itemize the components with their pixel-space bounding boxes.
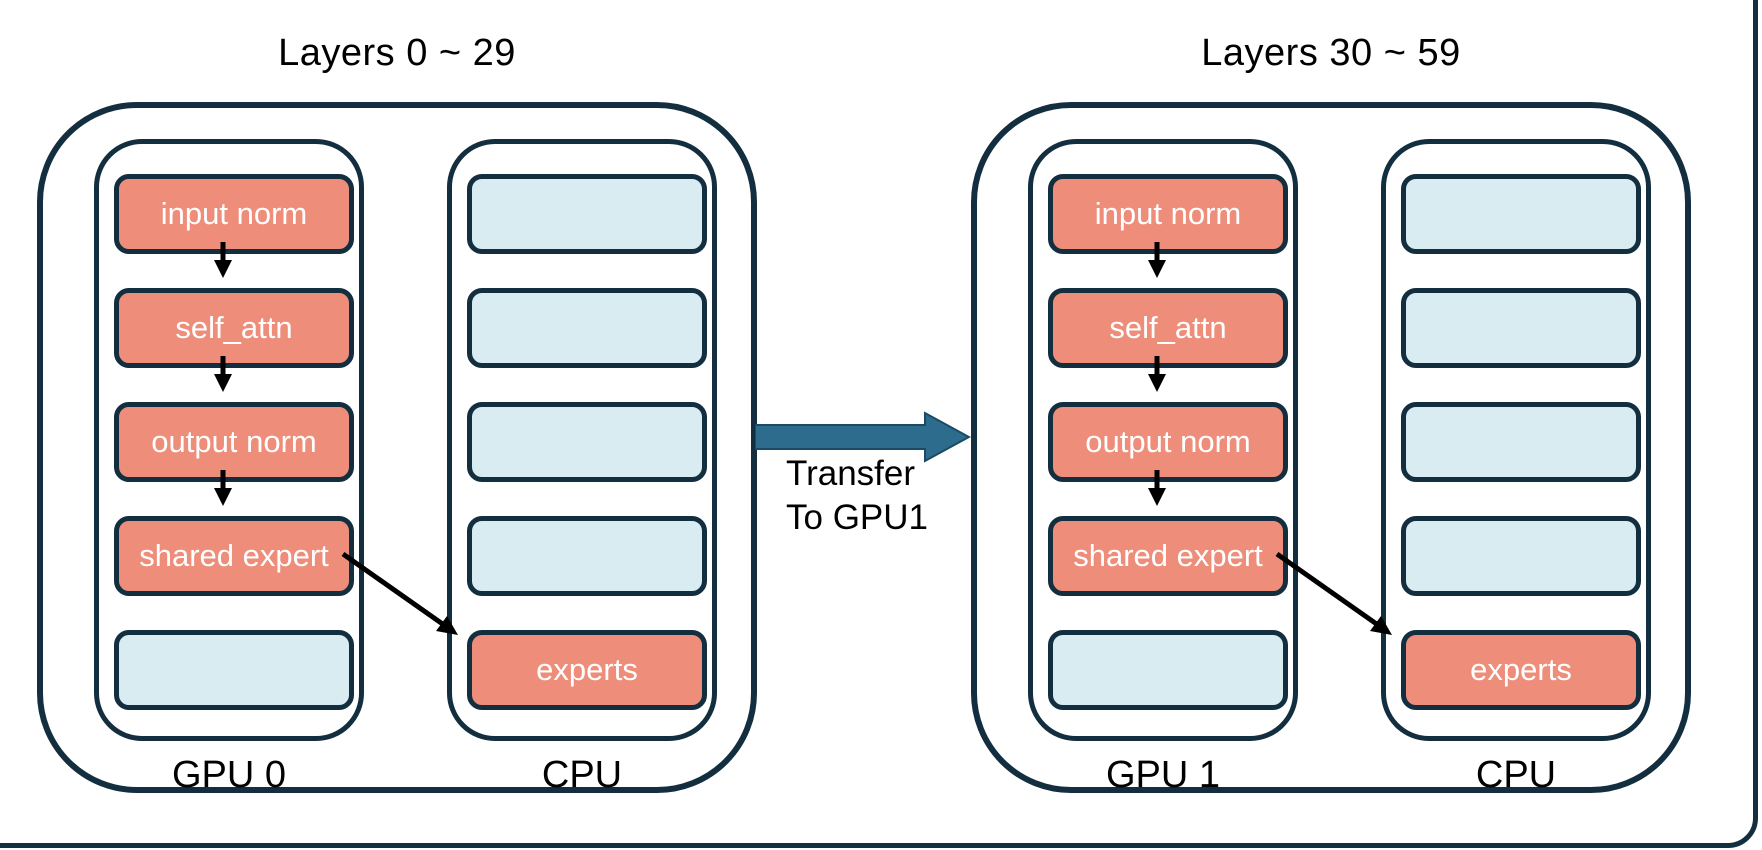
- empty-slot: [1401, 288, 1641, 368]
- empty-slot: [1048, 630, 1288, 710]
- module-box-self-attn: self_attn: [114, 288, 354, 368]
- module-box-shared-expert: shared expert: [1048, 516, 1288, 596]
- layer-group-30-59: input norm self_attn output norm shared …: [971, 102, 1691, 796]
- empty-slot: [1401, 516, 1641, 596]
- transfer-arrow-icon: [755, 411, 971, 463]
- empty-slot: [467, 516, 707, 596]
- empty-slot: [467, 174, 707, 254]
- cpu-label-left: CPU: [541, 754, 623, 796]
- empty-slot: [1401, 402, 1641, 482]
- group-title-layers-0-29: Layers 0 ~ 29: [278, 32, 516, 74]
- module-box-experts: experts: [467, 630, 707, 710]
- empty-slot: [467, 402, 707, 482]
- module-box-experts: experts: [1401, 630, 1641, 710]
- module-box-shared-expert: shared expert: [114, 516, 354, 596]
- group-title-layers-30-59: Layers 30 ~ 59: [1201, 32, 1461, 74]
- gpu0-column: input norm self_attn output norm shared …: [94, 139, 364, 741]
- gpu0-label: GPU 0: [171, 754, 287, 796]
- transfer-label: Transfer To GPU1: [786, 452, 976, 540]
- module-box-output-norm: output norm: [114, 402, 354, 482]
- module-box-input-norm: input norm: [1048, 174, 1288, 254]
- empty-slot: [1401, 174, 1641, 254]
- transfer-label-line1: Transfer: [786, 454, 916, 493]
- gpu1-label: GPU 1: [1105, 754, 1221, 796]
- module-box-input-norm: input norm: [114, 174, 354, 254]
- module-box-output-norm: output norm: [1048, 402, 1288, 482]
- cpu-column-left: experts: [447, 139, 717, 741]
- layer-group-0-29: input norm self_attn output norm shared …: [37, 102, 757, 796]
- cpu-column-right: experts: [1381, 139, 1651, 741]
- transfer-label-line2: To GPU1: [786, 498, 928, 537]
- cpu-label-right: CPU: [1475, 754, 1557, 796]
- module-box-self-attn: self_attn: [1048, 288, 1288, 368]
- empty-slot: [114, 630, 354, 710]
- empty-slot: [467, 288, 707, 368]
- gpu1-column: input norm self_attn output norm shared …: [1028, 139, 1298, 741]
